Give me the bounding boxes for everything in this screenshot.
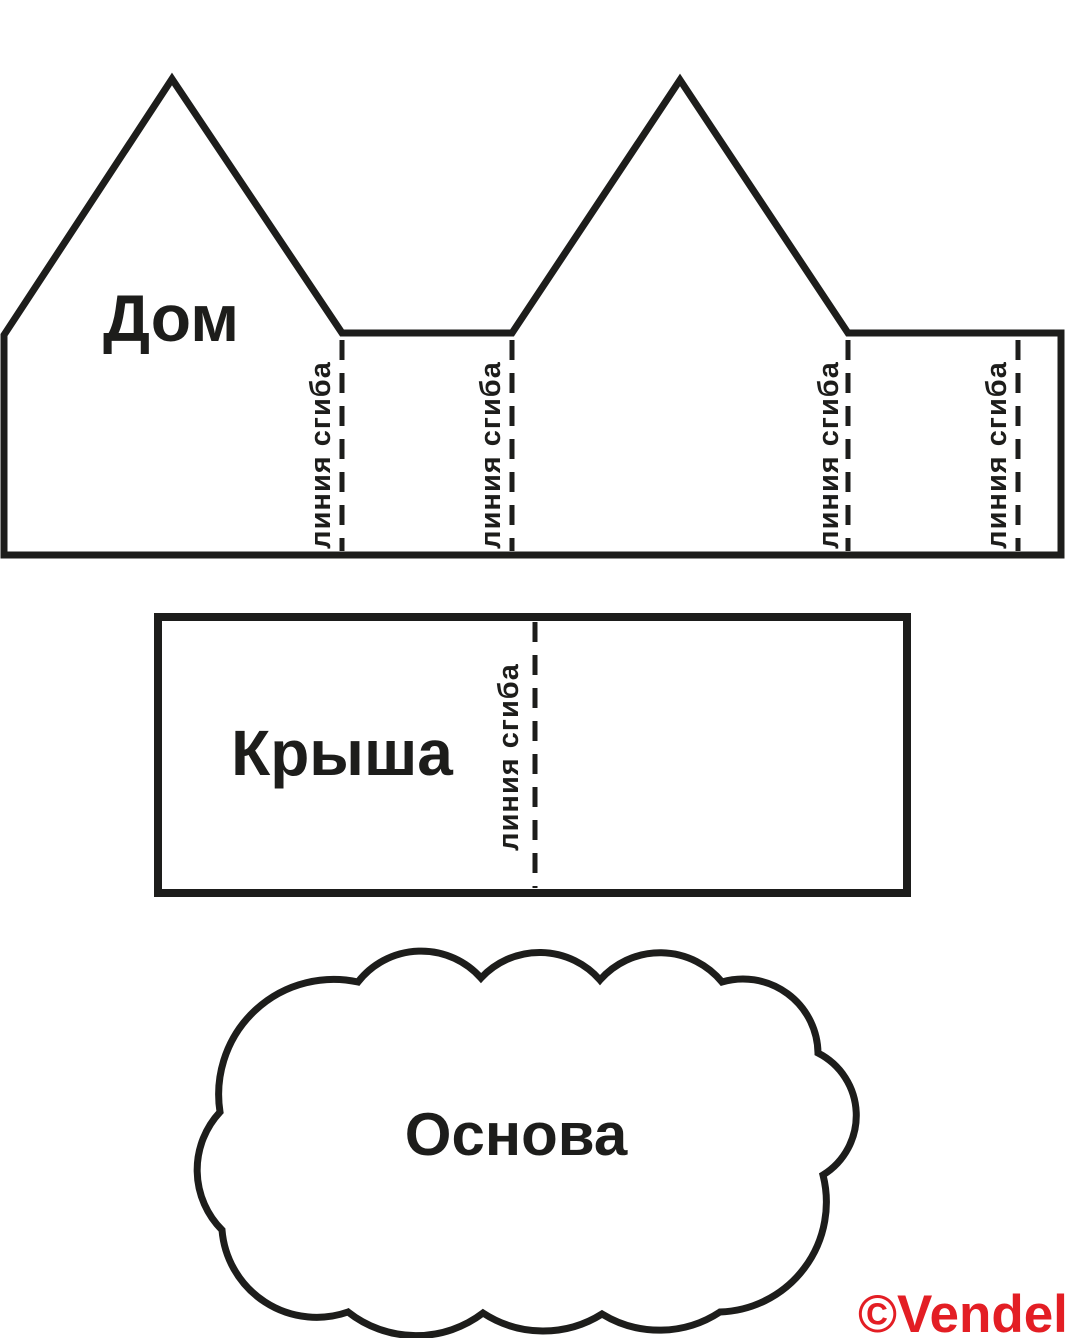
house-label: Дом — [103, 281, 239, 355]
house-outline — [0, 72, 1065, 559]
base-cloud-outline — [193, 947, 860, 1338]
house-fold-label-4: линия сгиба — [981, 361, 1013, 549]
house-piece: Дом линия сгиба линия сгиба линия сгиба … — [0, 72, 1065, 559]
roof-fold-label: линия сгиба — [493, 663, 525, 851]
base-label: Основа — [405, 1101, 628, 1168]
house-fold-label-2: линия сгиба — [475, 361, 507, 549]
watermark-text: ©Vendel — [858, 1285, 1068, 1338]
house-fold-label-3: линия сгиба — [813, 361, 845, 549]
roof-label: Крыша — [231, 717, 453, 789]
house-fold-label-1: линия сгиба — [305, 361, 337, 549]
roof-piece: Крыша линия сгиба — [154, 613, 911, 897]
base-piece: Основа — [193, 947, 860, 1338]
